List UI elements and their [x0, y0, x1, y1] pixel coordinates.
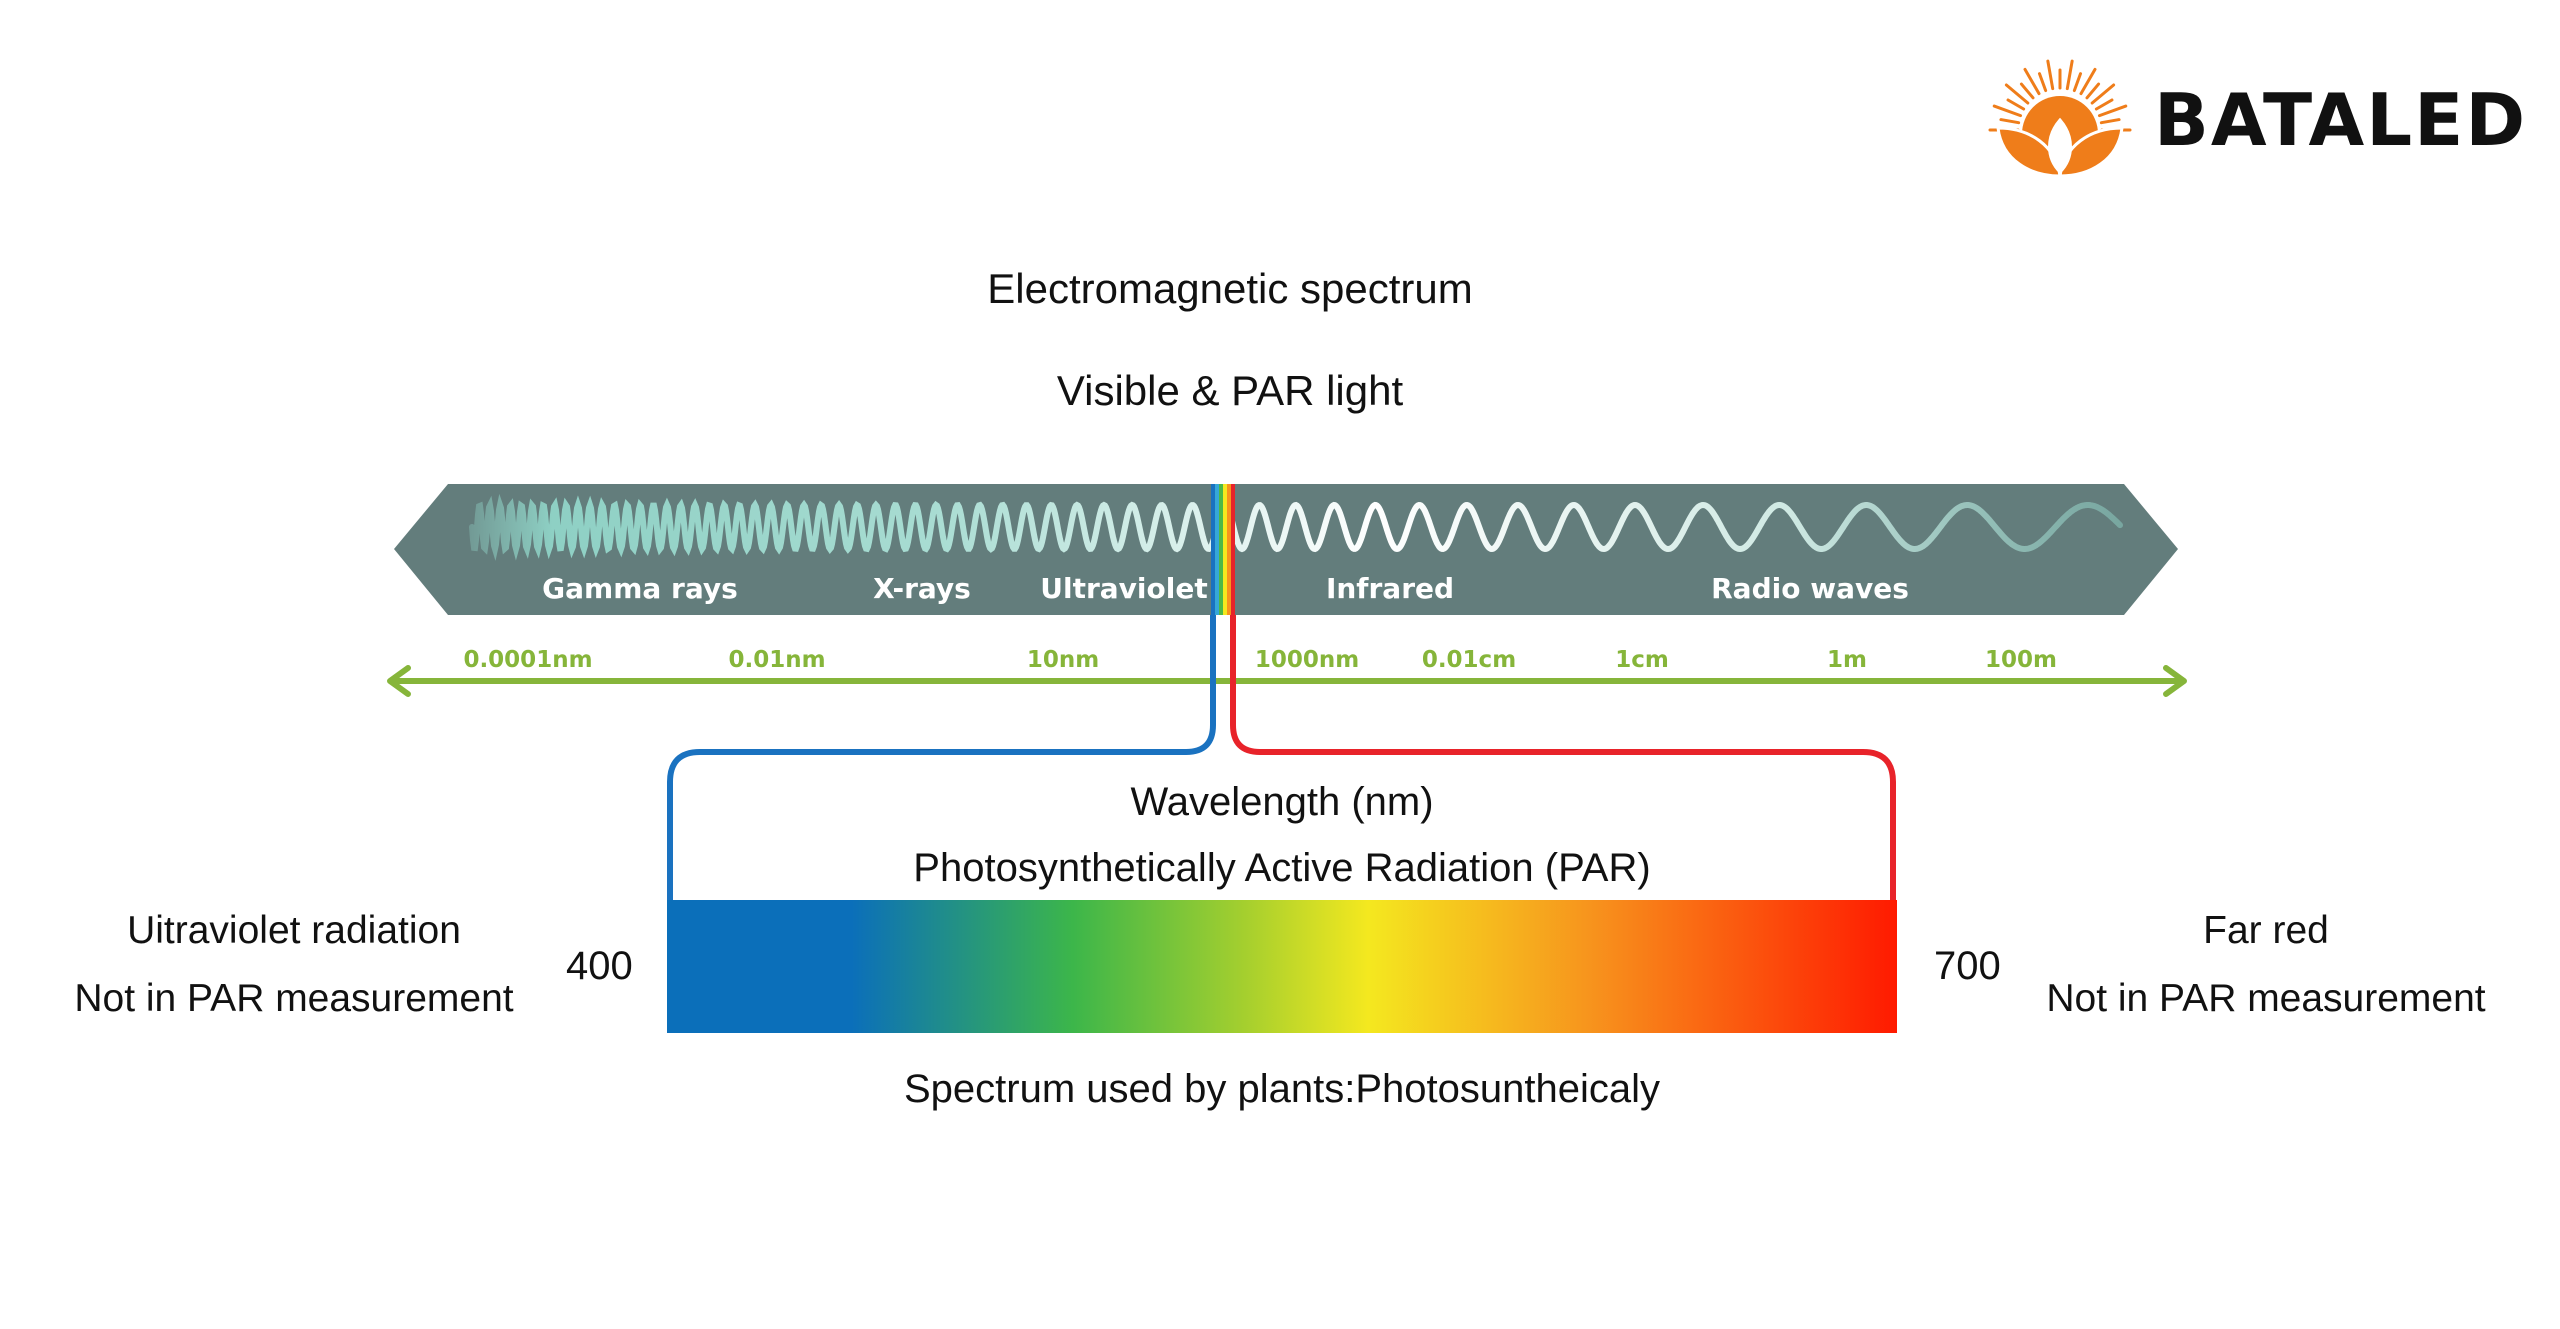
par-max-label: 700	[1934, 944, 2001, 988]
par-label: Photosynthetically Active Radiation (PAR…	[913, 846, 1651, 890]
scale-tick: 0.0001nm	[463, 647, 592, 673]
logo-ray	[2065, 59, 2074, 91]
bataled-logo-icon	[1988, 59, 2132, 178]
wavelength-scale-arrow	[387, 665, 2187, 697]
right-note-detail: Not in PAR measurement	[2046, 977, 2486, 1020]
diagram-title: Electromagnetic spectrum	[987, 265, 1473, 312]
scale-tick: 0.01cm	[1422, 647, 1516, 673]
right-note-title: Far red	[2203, 909, 2329, 952]
logo-ray	[1992, 104, 2023, 118]
left-note-title: Uitraviolet radiation	[127, 909, 461, 952]
logo-ray	[2090, 83, 2116, 105]
logo-leaf	[2048, 117, 2072, 175]
left-note-detail: Not in PAR measurement	[74, 977, 514, 1020]
logo-ray	[2037, 72, 2048, 93]
logo-ray	[2072, 72, 2083, 93]
brand-name: BATALED	[2154, 78, 2528, 162]
diagram-subtitle: Visible & PAR light	[1056, 367, 1404, 414]
par-caption: Spectrum used by plants:Photosuntheicaly	[904, 1067, 1660, 1111]
visible-light-strip	[1211, 484, 1235, 615]
logo-ray	[2023, 67, 2041, 96]
scale-tick: 0.01nm	[728, 647, 825, 673]
par-min-label: 400	[566, 944, 633, 988]
par-bracket-right	[1230, 615, 1896, 902]
wavelength-label: Wavelength (nm)	[1130, 780, 1434, 824]
region-label-radio: Radio waves	[1711, 572, 1909, 605]
scale-tick: 1000nm	[1255, 647, 1359, 673]
scale-tick: 10nm	[1027, 647, 1099, 673]
logo-ray	[2004, 83, 2030, 105]
logo-ray	[2085, 82, 2101, 100]
par-spectrum-bar	[667, 900, 1897, 1033]
region-label-xrays: X-rays	[873, 572, 971, 605]
scale-tick: 100m	[1985, 647, 2057, 673]
logo-ray	[2097, 104, 2128, 118]
logo-ray	[2099, 118, 2121, 125]
logo-ray	[2019, 82, 2035, 100]
logo-ray	[2094, 98, 2114, 111]
region-label-ultraviolet: Ultraviolet	[1040, 572, 1207, 605]
region-label-infrared: Infrared	[1326, 572, 1454, 605]
logo-ray	[2079, 67, 2097, 96]
scale-tick: 1m	[1827, 647, 1867, 673]
region-label-gamma: Gamma rays	[542, 572, 738, 605]
logo-ray	[2046, 59, 2055, 91]
logo-ray	[1999, 118, 2021, 125]
par-bracket-left	[667, 615, 1216, 902]
scale-tick: 1cm	[1615, 647, 1669, 673]
wavelength-wave	[469, 493, 2123, 561]
logo-ray	[2006, 98, 2026, 111]
